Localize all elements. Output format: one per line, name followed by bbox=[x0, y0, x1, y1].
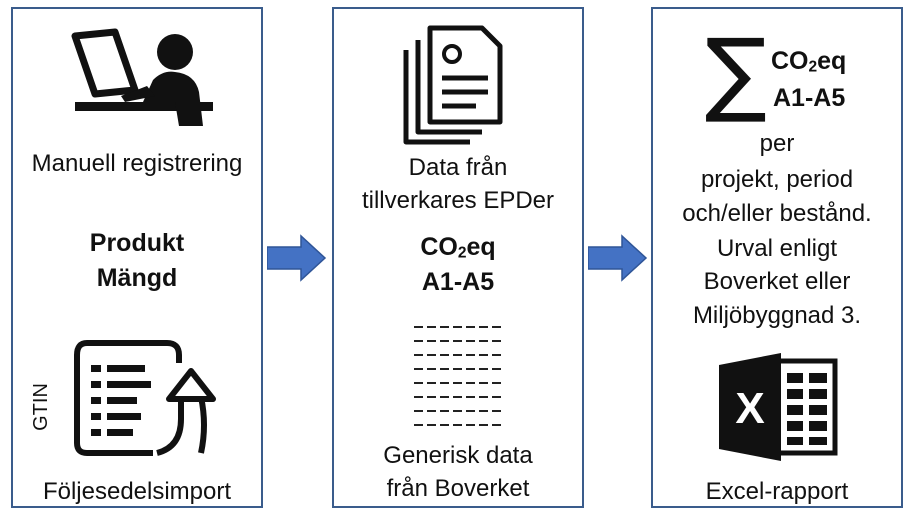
summary-line4: Urval enligt bbox=[716, 235, 838, 262]
excel-icon: X bbox=[719, 353, 838, 461]
arrow-right-icon bbox=[588, 234, 648, 282]
stage-label: A1-A5 bbox=[421, 268, 495, 296]
panel-calculation: Data från tillverkares EPDer CO2eq A1-A5… bbox=[332, 7, 584, 508]
co2eq-label: CO2eq bbox=[771, 47, 847, 76]
import-label: Följesedelsimport bbox=[42, 478, 232, 505]
summary-line2: projekt, period bbox=[700, 166, 854, 193]
co2eq-label: CO2eq bbox=[420, 233, 496, 262]
manual-registration-label: Manuell registrering bbox=[31, 150, 243, 177]
summary-line3: och/eller bestånd. bbox=[682, 200, 872, 227]
documents-stack-icon bbox=[403, 25, 503, 145]
dashed-table-icon bbox=[414, 326, 504, 426]
field-quantity: Mängd bbox=[96, 264, 178, 292]
svg-text:X: X bbox=[735, 384, 764, 433]
sigma-sum-icon: ∑ bbox=[705, 19, 767, 126]
person-at-computer-icon bbox=[71, 28, 213, 126]
summary-line6: Miljöbyggnad 3. bbox=[692, 302, 862, 329]
stage-label: A1-A5 bbox=[773, 84, 846, 112]
summary-line5: Boverket eller bbox=[703, 268, 851, 295]
gtin-label: GTIN bbox=[30, 383, 52, 431]
generic-label-line1: Generisk data bbox=[383, 442, 533, 469]
summary-line1: per bbox=[759, 130, 795, 157]
document-list-upload-icon bbox=[74, 340, 216, 456]
generic-label-line2: från Boverket bbox=[386, 475, 530, 502]
epd-label-line2: tillverkares EPDer bbox=[361, 187, 555, 214]
excel-report-label: Excel-rapport bbox=[705, 478, 849, 505]
panel-input: Manuell registrering Produkt Mängd GTIN … bbox=[11, 7, 263, 508]
arrow-right-icon bbox=[267, 234, 327, 282]
panel-output: ∑ CO2eq A1-A5 per projekt, period och/el… bbox=[651, 7, 903, 508]
field-product: Produkt bbox=[89, 229, 185, 257]
epd-label-line1: Data från bbox=[408, 154, 508, 181]
